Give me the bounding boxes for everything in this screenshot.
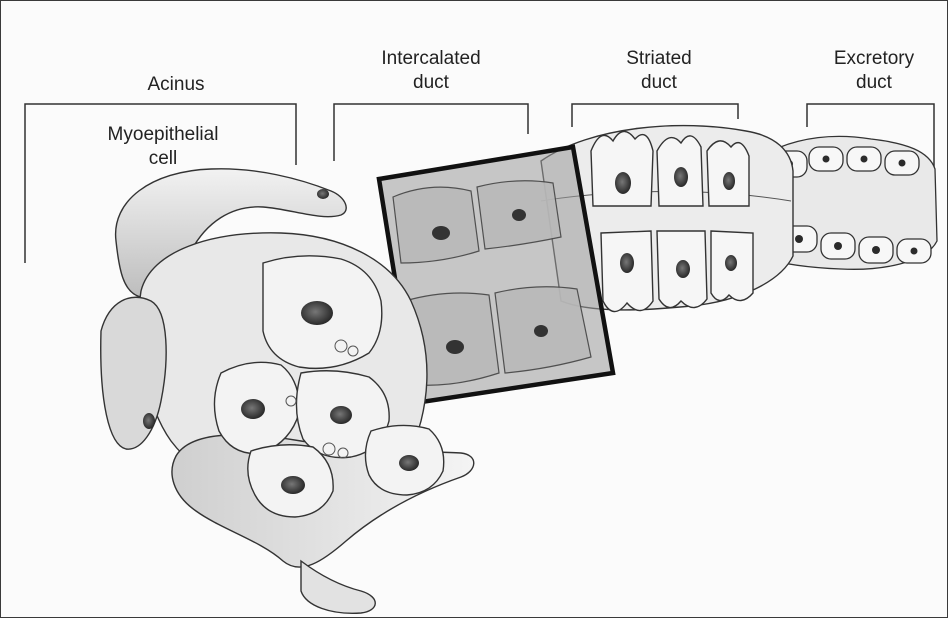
label-myoepithelial-cell: Myoepithelial cell xyxy=(83,123,243,171)
label-myoepithelial-line2: cell xyxy=(83,147,243,171)
bracket-striated-duct xyxy=(572,104,738,127)
label-striated-duct: Striated duct xyxy=(599,47,719,95)
label-striated-line1: Striated xyxy=(599,47,719,71)
label-acinus: Acinus xyxy=(121,73,231,97)
label-intercalated-line2: duct xyxy=(361,71,501,95)
label-acinus-text: Acinus xyxy=(121,73,231,97)
label-excretory-line2: duct xyxy=(809,71,939,95)
label-striated-line2: duct xyxy=(599,71,719,95)
label-intercalated-line1: Intercalated xyxy=(361,47,501,71)
bracket-intercalated-duct xyxy=(334,104,528,161)
label-myoepithelial-line1: Myoepithelial xyxy=(83,123,243,147)
label-excretory-duct: Excretory duct xyxy=(809,47,939,95)
label-intercalated-duct: Intercalated duct xyxy=(361,47,501,95)
label-excretory-line1: Excretory xyxy=(809,47,939,71)
